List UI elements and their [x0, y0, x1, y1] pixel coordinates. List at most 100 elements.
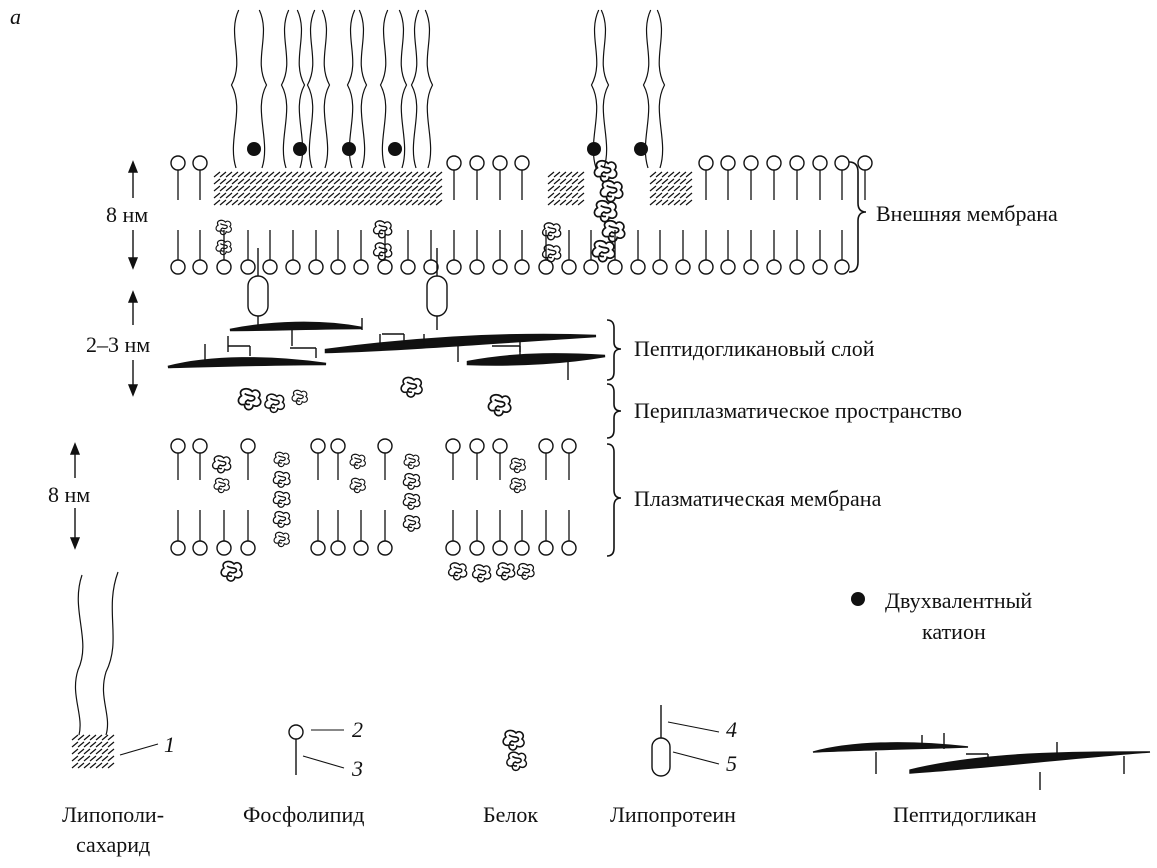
phospholipid-head [515, 260, 529, 274]
legend-phospholipid-icon [289, 725, 344, 775]
lps-lipid-a-hatch [430, 193, 436, 198]
lps-lipid-a-hatch [72, 763, 78, 768]
lps-lipid-a-hatch [72, 749, 78, 754]
lps-lipid-a-hatch [358, 179, 364, 184]
lps-lipid-a-hatch [328, 179, 334, 184]
divalent-cation [634, 142, 648, 156]
phospholipid-head [171, 439, 185, 453]
lps-strand [282, 10, 289, 168]
legend-number-3: 3 [351, 756, 363, 781]
lps-lipid-a-hatch [250, 179, 256, 184]
lps-lipid-a-hatch [668, 179, 674, 184]
periplasmic-proteins [238, 377, 510, 415]
phospholipid-head [721, 260, 735, 274]
lps-lipid-a-hatch [78, 749, 84, 754]
lps-lipid-a-hatch [316, 200, 322, 205]
dimension-plasma-label: 8 нм [48, 482, 90, 507]
lps-lipid-a-hatch [72, 742, 78, 747]
lps-lipid-a-hatch [674, 172, 680, 177]
lps-lipid-a-hatch [304, 179, 310, 184]
divalent-cation [587, 142, 601, 156]
brace-periplasm [607, 384, 621, 438]
lps-lipid-a-hatch [292, 179, 298, 184]
lps-lipid-a-hatch [656, 193, 662, 198]
lps-lipid-a-hatch [304, 193, 310, 198]
lps-lipid-a-hatch [358, 193, 364, 198]
lps-lipid-a-hatch [554, 186, 560, 191]
lps-strand [232, 10, 239, 168]
lps-lipid-a-hatch [430, 172, 436, 177]
protein-blob [238, 389, 260, 410]
protein-blob [488, 395, 510, 416]
lps-lipid-a-hatch [244, 172, 250, 177]
phospholipid-head [378, 260, 392, 274]
protein-blob [350, 478, 365, 492]
protein-blob [473, 565, 491, 582]
peptidoglycan-strand [326, 335, 596, 352]
lps-lipid-a-hatch [214, 193, 220, 198]
lps-lipid-a-hatch [334, 172, 340, 177]
lps-lipid-a-hatch [244, 193, 250, 198]
lps-lipid-a-hatch [310, 179, 316, 184]
lps-lipid-a-hatch [388, 172, 394, 177]
lps-lipid-a-hatch [346, 193, 352, 198]
legend-protein-icon [503, 730, 526, 770]
lps-lipid-a-hatch [256, 172, 262, 177]
lps-lipid-a-hatch [430, 186, 436, 191]
lps-lipid-a-hatch [358, 200, 364, 205]
phospholipid-head [539, 439, 553, 453]
lps-lipid-a-hatch [78, 735, 84, 740]
peptidoglycan-strand [230, 323, 362, 330]
lps-lipid-a-hatch [90, 742, 96, 747]
brace-plasma [607, 444, 621, 556]
lps-lipid-a-hatch [322, 200, 328, 205]
lps-lipid-a-hatch [84, 763, 90, 768]
lps-lipid-a-hatch [328, 172, 334, 177]
lps-lipid-a-hatch [96, 735, 102, 740]
lps-lipid-a-hatch [292, 172, 298, 177]
phospholipid-head [470, 156, 484, 170]
lps-lipid-a-hatch [238, 186, 244, 191]
lps-lipid-a-hatch [578, 179, 584, 184]
dimension-outer-label: 8 нм [106, 202, 148, 227]
legend-number-1: 1 [164, 732, 175, 757]
lps-lipid-a-hatch [220, 193, 226, 198]
phospholipid-head [493, 541, 507, 555]
phospholipid-head [493, 260, 507, 274]
lps-lipid-a-hatch [322, 193, 328, 198]
lps-lipid-a-hatch [102, 735, 108, 740]
lps-lipid-a-hatch [560, 179, 566, 184]
protein-blob [449, 563, 467, 580]
lps-lipid-a-hatch [220, 179, 226, 184]
lps-lipid-a-hatch [346, 186, 352, 191]
phospholipid-head [378, 541, 392, 555]
protein-blob [273, 512, 290, 528]
lps-lipid-a-hatch [226, 186, 232, 191]
protein-blob [497, 563, 515, 580]
lps-lipid-a-hatch [370, 179, 376, 184]
lps-lipid-a-hatch [358, 186, 364, 191]
protein-blob [600, 181, 622, 202]
lps-lipid-a-hatch [304, 200, 310, 205]
lps-lipid-a-hatch [674, 200, 680, 205]
lps-lipid-a-hatch [292, 200, 298, 205]
lps-lipid-a-hatch [328, 200, 334, 205]
legend-number-4: 4 [726, 717, 737, 742]
phospholipid-head [193, 156, 207, 170]
lps-lipid-a-hatch [400, 186, 406, 191]
lps-lipid-a-hatch [370, 172, 376, 177]
lps-lipid-a-hatch [262, 193, 268, 198]
lps-strand [322, 10, 329, 168]
phospholipid-head [539, 541, 553, 555]
phospholipid-head [171, 156, 185, 170]
protein-blob [543, 245, 561, 262]
phospholipid-head [446, 541, 460, 555]
phospholipid-head [790, 156, 804, 170]
lps-lipid-a-hatch [418, 193, 424, 198]
phospholipid-head [171, 541, 185, 555]
lps-lipid-a-hatch [256, 200, 262, 205]
lps-lipid-a-hatch [220, 186, 226, 191]
legend-phospholipid-label: Фосфолипид [243, 802, 364, 827]
lps-lipid-a-hatch [102, 756, 108, 761]
cation-legend-dot [851, 592, 865, 606]
